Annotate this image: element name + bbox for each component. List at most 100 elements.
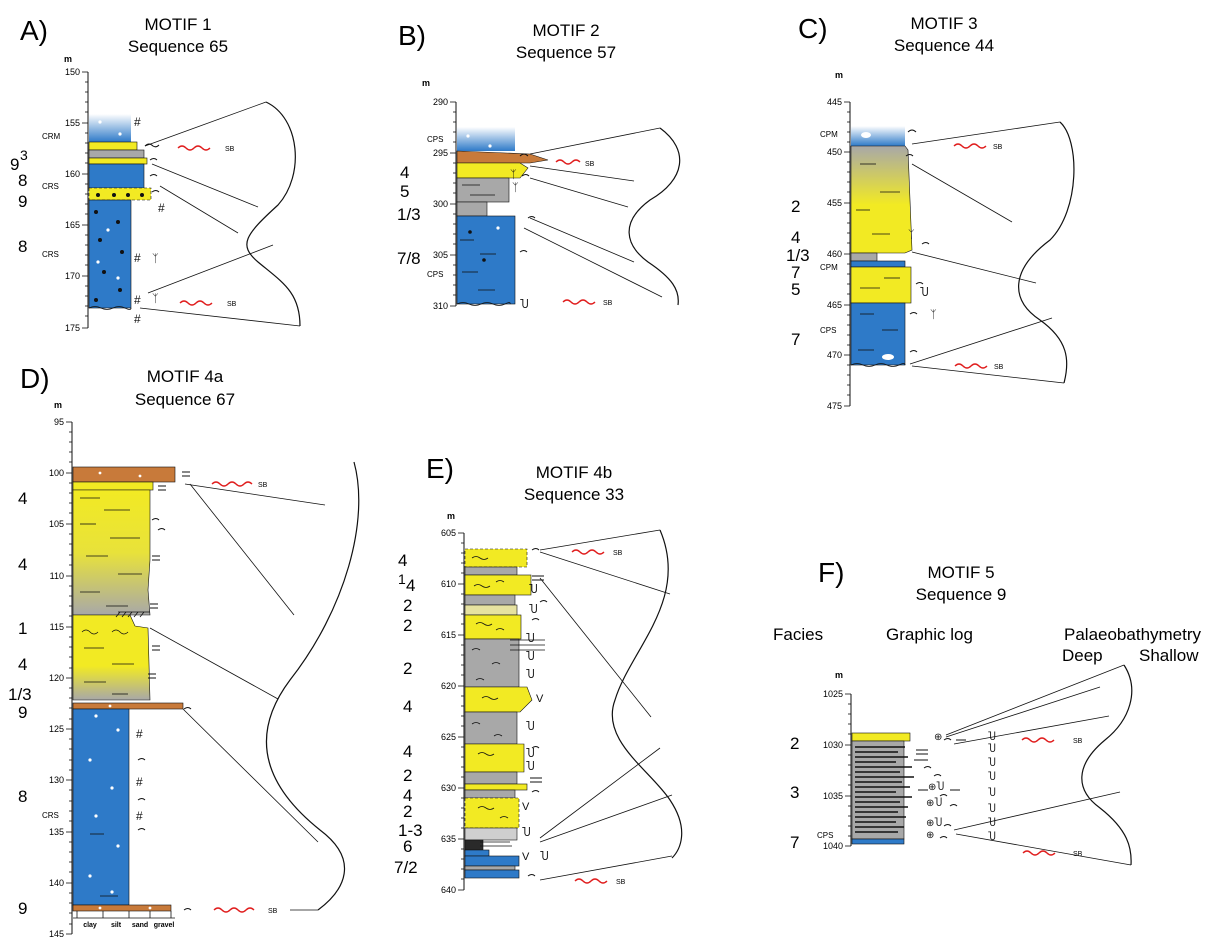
tick-label: 635	[441, 834, 456, 844]
svg-text:Ⴎ: Ⴎ	[529, 584, 538, 596]
palaeobathymetry-curve	[246, 101, 301, 327]
axis-unit: m	[447, 511, 455, 521]
tick-label: 1025	[823, 689, 843, 699]
tick-label: 305	[433, 250, 448, 260]
annotation-symbols	[914, 738, 966, 839]
graphic-log	[72, 466, 184, 919]
facies-number: 1/3	[786, 246, 810, 265]
facies-number: 4	[403, 786, 412, 805]
facies-number: 1	[398, 571, 406, 587]
depth-ticks	[844, 101, 850, 407]
trace-symbols: ###	[136, 727, 143, 823]
tick-label: 165	[65, 220, 80, 230]
sb-label: SB	[227, 301, 237, 308]
tick-label: 145	[49, 929, 64, 939]
tick-label: 630	[441, 783, 456, 793]
trace-symbols: ##### ᛉᛉ	[134, 115, 165, 326]
column-header-graphic-log: Graphic log	[886, 625, 973, 644]
depth-ticks	[450, 101, 456, 307]
tick-label: 460	[827, 249, 842, 259]
panel-subtitle: Sequence 67	[135, 390, 235, 409]
sequence-boundary-mark	[555, 159, 581, 165]
facies-number: 4	[403, 742, 412, 761]
tick-label: 105	[49, 519, 64, 529]
panel-letter: A)	[20, 15, 48, 46]
sequence-boundary-mark	[574, 878, 608, 884]
depth-ticks	[82, 71, 88, 329]
facies-number: 1	[18, 619, 27, 638]
facies-number: 4	[18, 555, 27, 574]
facies-number: 2	[403, 659, 412, 678]
panel-subtitle: Sequence 9	[916, 585, 1007, 604]
axis-unit: m	[422, 78, 430, 88]
panel-subtitle: Sequence 57	[516, 43, 616, 62]
axis-unit: m	[835, 670, 843, 680]
tick-label: 1030	[823, 740, 843, 750]
palaeobathymetry-curve	[611, 529, 683, 859]
facies-number: 1-3	[398, 821, 423, 840]
facies-number: 6	[403, 837, 412, 856]
tick-label: 610	[441, 579, 456, 589]
svg-text:#: #	[136, 809, 143, 823]
sb-label: SB	[268, 908, 278, 915]
facies-code: CPS	[820, 326, 836, 335]
facies-number: 9	[10, 155, 19, 174]
correlation-lines	[139, 101, 301, 327]
svg-text:ᛉ: ᛉ	[908, 229, 915, 241]
depth-ticks	[458, 532, 464, 891]
sequence-boundary-mark	[562, 299, 596, 305]
trace-symbols: ᛉᛉႮ	[510, 169, 529, 311]
tick-label: 310	[433, 301, 448, 311]
grain-size-label: gravel	[154, 922, 175, 929]
facies-number: 2	[403, 596, 412, 615]
facies-number: 4	[18, 655, 27, 674]
tick-label: 160	[65, 169, 80, 179]
svg-text:V: V	[522, 851, 530, 863]
column-header-palaeobathymetry: Palaeobathymetry	[1064, 625, 1202, 644]
facies-number: 9	[18, 899, 27, 918]
facies-code: CPM	[820, 130, 838, 139]
correlation-lines	[539, 529, 673, 881]
tick-label: 290	[433, 97, 448, 107]
correlation-lines	[945, 664, 1132, 866]
facies-code: CRS	[42, 811, 59, 820]
svg-text:#: #	[136, 775, 143, 789]
column-header-facies: Facies	[773, 625, 823, 644]
svg-text:Ⴎ: Ⴎ	[526, 633, 535, 645]
axis-unit: m	[835, 70, 843, 80]
trace-symbols: ᛉႮᛉ	[908, 229, 937, 321]
trace-symbols: ⊕ႮႮႮႮႮႮႮႮ ⊕Ⴎ⊕Ⴎ⊕Ⴎ⊕	[926, 731, 996, 843]
axis-unit: m	[54, 400, 62, 410]
svg-text:⊕Ⴎ: ⊕Ⴎ	[926, 817, 942, 829]
sb-label: SB	[603, 300, 613, 307]
grain-size-label: clay	[83, 922, 97, 929]
tick-label: 110	[50, 571, 64, 581]
svg-text:Ⴎ: Ⴎ	[988, 831, 996, 843]
facies-code: CRM	[42, 132, 61, 141]
tick-label: 120	[49, 673, 64, 683]
tick-label: 640	[441, 885, 456, 895]
panel-title: MOTIF 1	[144, 15, 211, 34]
svg-text:Ⴎ: Ⴎ	[988, 787, 996, 799]
facies-number: 4	[791, 228, 800, 247]
svg-text:#: #	[134, 312, 141, 326]
annotation-symbols	[137, 471, 192, 911]
tick-label: 300	[433, 199, 448, 209]
panel-subtitle: Sequence 44	[894, 36, 994, 55]
depth-ticks	[66, 421, 72, 935]
panel-letter: C)	[798, 13, 828, 44]
facies-code: CRS	[42, 182, 59, 191]
facies-number: 5	[400, 182, 409, 201]
sequence-boundary-mark	[213, 907, 255, 913]
svg-text:ᛉ: ᛉ	[152, 293, 159, 305]
graphic-log	[456, 127, 549, 306]
facies-number: 7	[791, 330, 800, 349]
tick-label: 115	[50, 622, 64, 632]
panel-b: B) MOTIF 2 Sequence 57 m 290 295 300 305…	[397, 20, 681, 311]
sequence-boundary-mark	[177, 145, 211, 151]
svg-text:Ⴎ: Ⴎ	[988, 817, 996, 829]
panel-title: MOTIF 4b	[536, 463, 613, 482]
svg-text:⊕: ⊕	[934, 732, 942, 743]
facies-number: 8	[18, 237, 27, 256]
